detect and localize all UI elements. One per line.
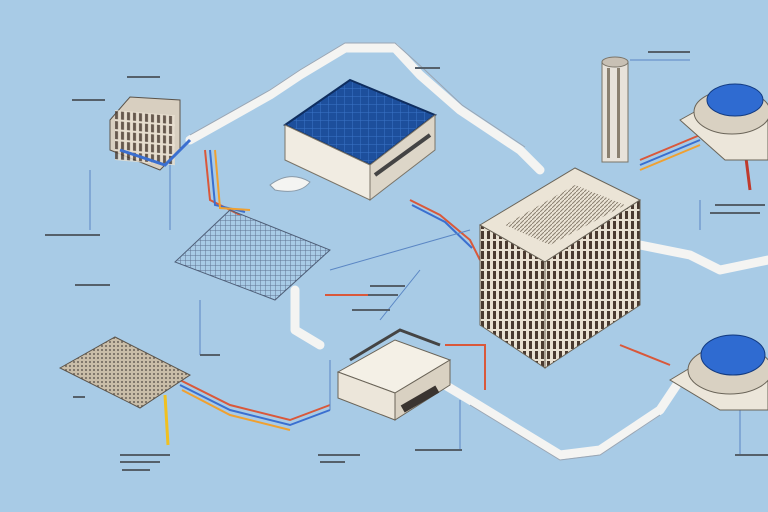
label-marks	[45, 51, 768, 471]
solar-panel-unit	[269, 78, 437, 202]
exhaust-cylinder	[601, 56, 629, 163]
air-conditioner-unit	[479, 167, 642, 369]
heat-exchanger-grid-panel	[174, 209, 331, 301]
fan-dome-top-right	[679, 83, 768, 161]
control-box-unit	[336, 328, 452, 421]
pipe-outlines	[189, 42, 661, 461]
fan-dome-bottom-right	[669, 334, 768, 411]
pipes	[185, 43, 768, 460]
filter-mesh-panel	[58, 336, 191, 409]
heat-sink-unit	[109, 96, 192, 171]
wires	[163, 134, 752, 446]
